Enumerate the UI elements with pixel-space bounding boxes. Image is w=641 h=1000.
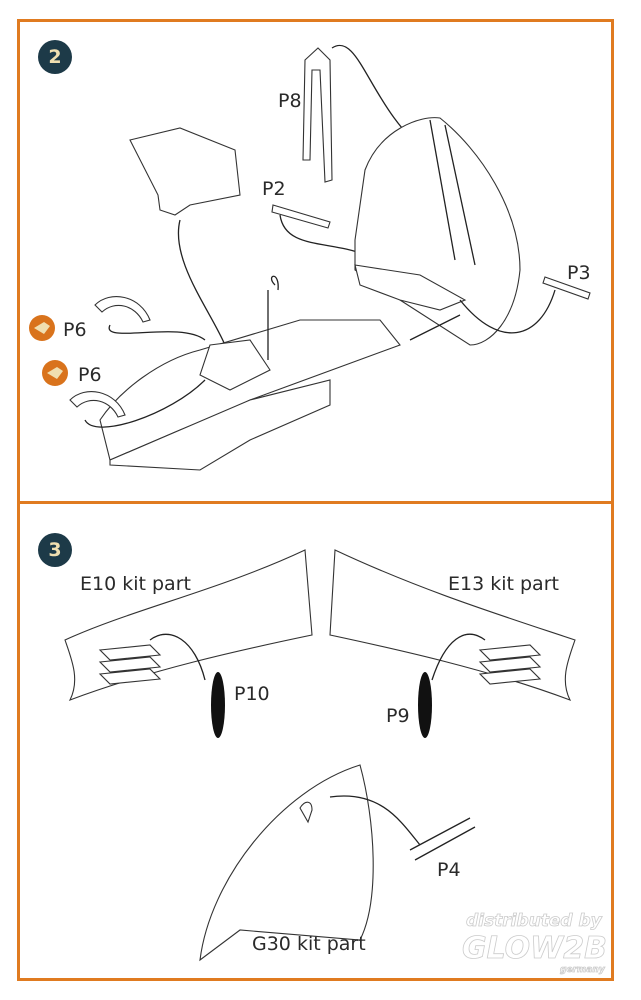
part-p9 [418, 672, 432, 738]
label-p8: P8 [278, 90, 302, 112]
label-p2: P2 [262, 178, 286, 200]
rod-p3 [459, 276, 591, 334]
label-p6: P6 [78, 364, 102, 386]
part-p10 [211, 672, 225, 738]
step-number-badge: 3 [38, 533, 72, 567]
label-e10: E10 kit part [80, 573, 191, 595]
distributor-watermark: distributed by GLOW2B germany [462, 911, 608, 976]
g30-kit-part [199, 764, 476, 962]
watermark-country: germany [560, 965, 606, 975]
cockpit-floor [99, 275, 461, 471]
e13-kit-part [329, 549, 576, 738]
seat-frame [354, 117, 521, 346]
label-p6: P6 [63, 319, 87, 341]
label-g30: G30 kit part [252, 933, 366, 955]
label-p10: P10 [234, 683, 270, 705]
part-p6-top [29, 296, 206, 386]
label-p3: P3 [567, 262, 591, 284]
e10-kit-part [64, 549, 313, 738]
step-number-badge: 2 [38, 40, 72, 74]
watermark-text: distributed by [466, 911, 603, 931]
part-p6-bottom [69, 379, 206, 428]
label-p4: P4 [437, 859, 461, 881]
label-e13: E13 kit part [448, 573, 559, 595]
label-p9: P9 [386, 705, 410, 727]
watermark-brand: GLOW2B [462, 931, 607, 966]
lever-p2 [271, 204, 366, 256]
seat-back-cushion [129, 127, 241, 216]
